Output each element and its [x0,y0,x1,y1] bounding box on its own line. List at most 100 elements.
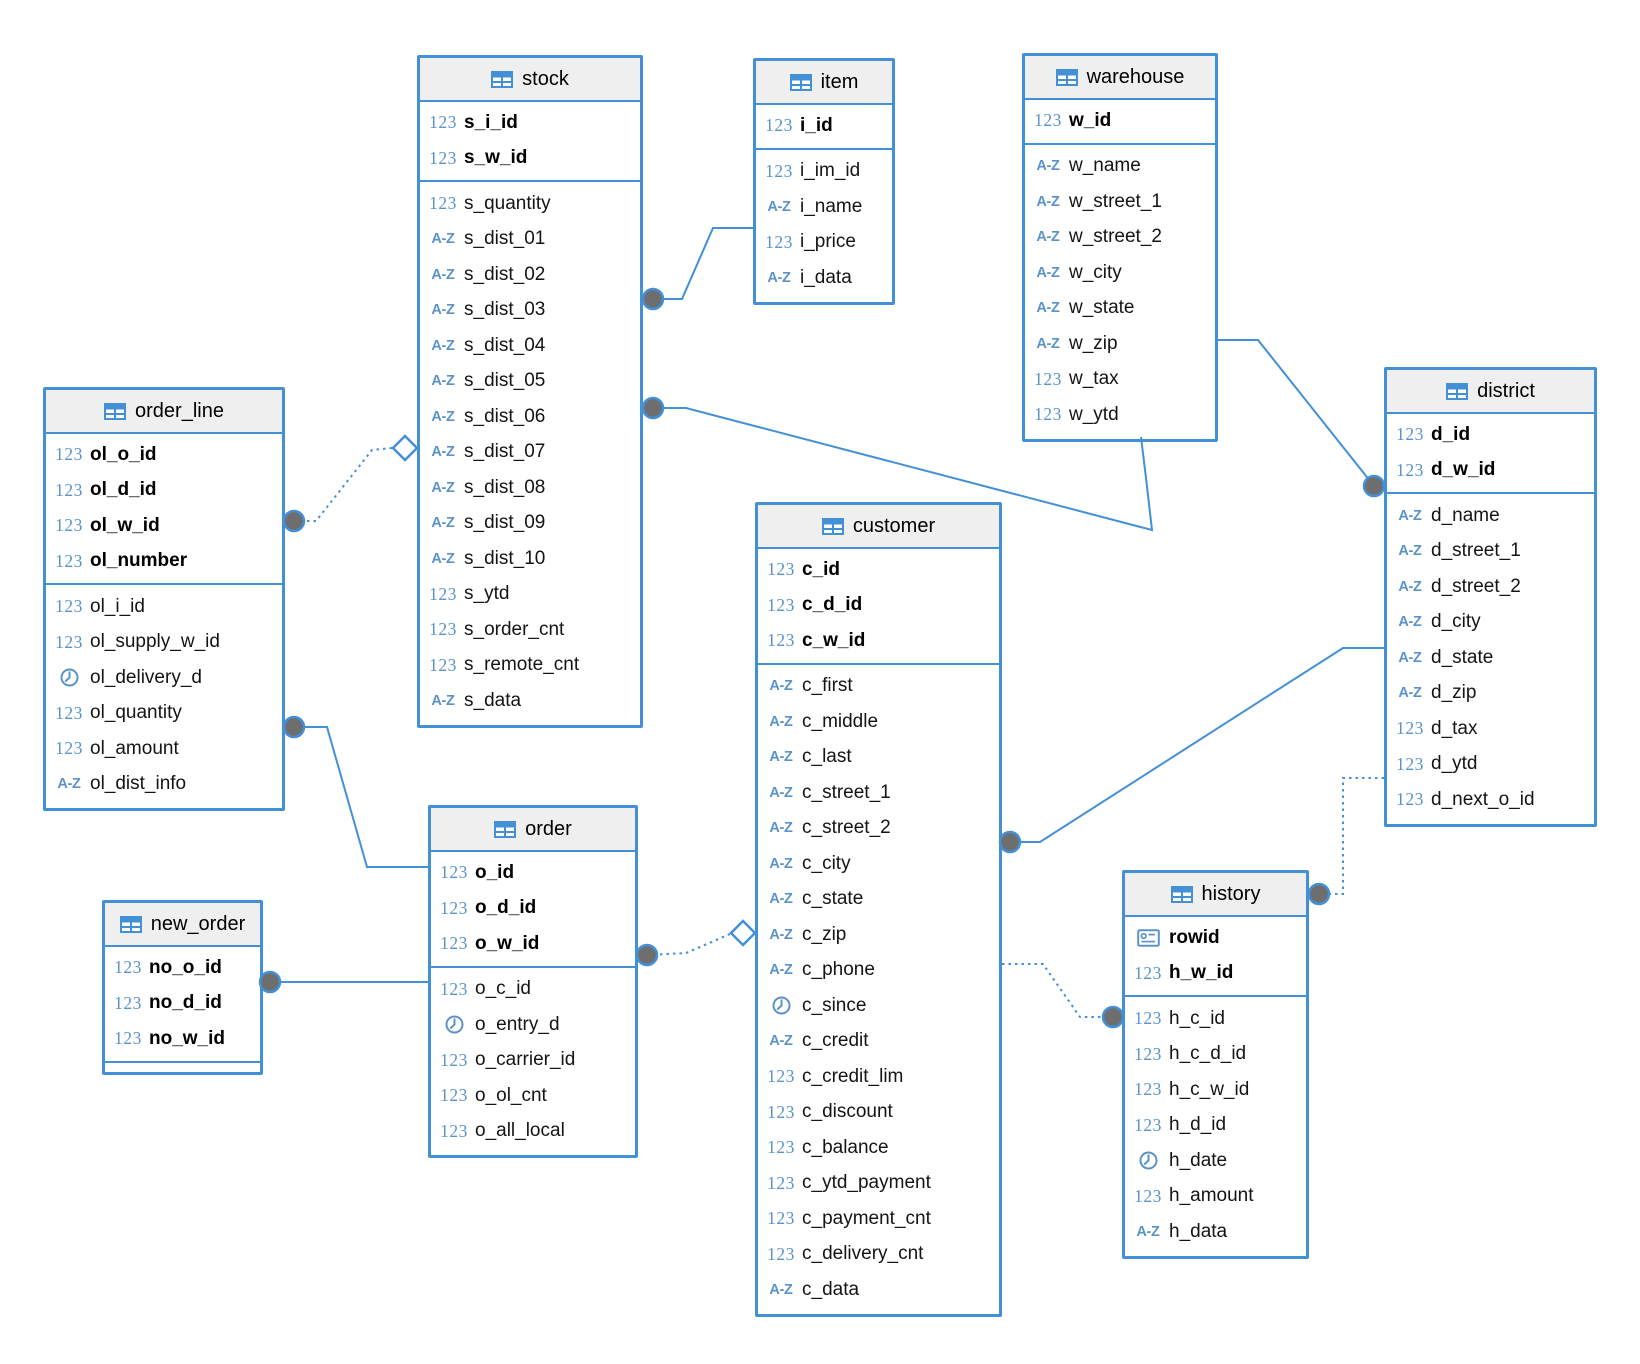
relation-order_line-stock[interactable] [294,447,393,522]
column-row-ol_delivery_d[interactable]: ol_delivery_d [46,660,282,696]
table-header[interactable]: district [1387,370,1594,414]
relation-order-customer[interactable] [646,933,731,956]
table-header[interactable]: new_order [105,903,260,947]
relation-district-history[interactable] [1326,777,1384,895]
relation-warehouse-district[interactable] [1218,339,1375,487]
table-header[interactable]: item [756,61,892,105]
column-row-rowid[interactable]: rowid [1125,920,1306,956]
table-header[interactable]: customer [758,505,999,549]
relation-customer-history[interactable] [1002,963,1106,1018]
column-row-c_since[interactable]: c_since [758,988,999,1024]
column-row-h_date[interactable]: h_date [1125,1143,1306,1179]
table-header[interactable]: order [431,808,635,852]
relation-order_line-order[interactable] [294,726,428,868]
relation-stock-item[interactable] [653,227,753,300]
table-header[interactable]: order_line [46,390,282,434]
table-header[interactable]: warehouse [1025,56,1215,100]
relation-customer-district[interactable] [1010,647,1384,843]
